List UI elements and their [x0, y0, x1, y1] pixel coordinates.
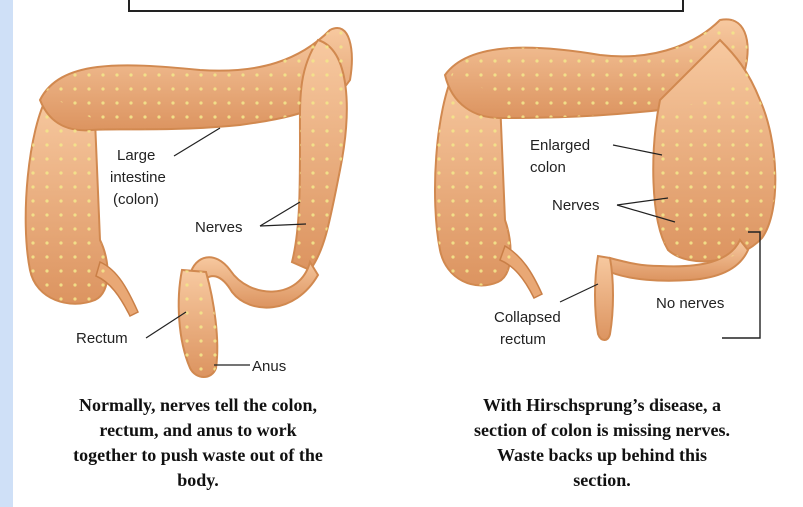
label-nerves-left: Nerves: [195, 219, 243, 236]
collapsed-rectum: [595, 256, 613, 340]
label-no-nerves: No nerves: [656, 295, 724, 312]
leader-nerves-left-a: [260, 202, 300, 226]
caption-hirschsprung: With Hirschsprung’s disease, a section o…: [412, 393, 792, 493]
label-rectum: Rectum: [76, 330, 128, 347]
label-enlarged-colon: Enlarged colon: [530, 137, 594, 176]
label-nerves-right: Nerves: [552, 197, 600, 214]
label-collapsed-rectum: Collapsed rectum: [494, 309, 565, 348]
nerve-dots: [26, 28, 352, 377]
leader-large-intestine: [174, 128, 220, 156]
hirschsprung-colon-illustration: Enlarged colon Nerves No nerves Collapse…: [435, 19, 775, 348]
label-large-intestine: Large intestine (colon): [110, 147, 170, 208]
label-anus: Anus: [252, 358, 286, 375]
normal-colon-illustration: Large intestine (colon) Nerves Rectum An…: [26, 28, 352, 377]
caption-normal: Normally, nerves tell the colon, rectum,…: [12, 393, 384, 493]
leader-collapsed-rectum: [560, 284, 598, 302]
